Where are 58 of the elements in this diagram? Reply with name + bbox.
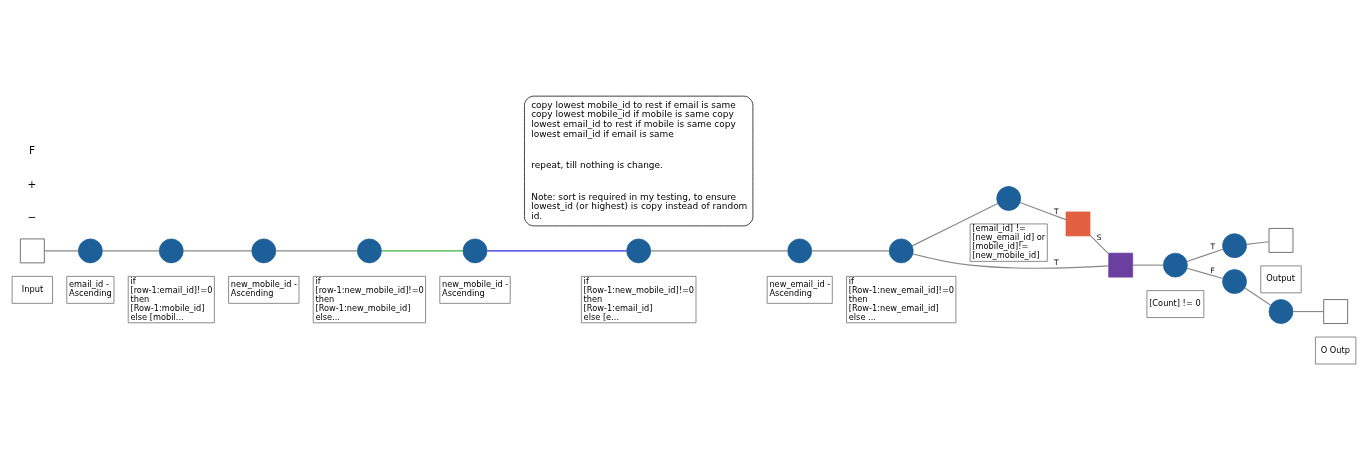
edge-label: S — [1096, 232, 1102, 242]
connector — [486, 249, 628, 251]
node-label: O Outp — [1320, 344, 1350, 355]
connector — [101, 249, 160, 251]
node-circle — [1222, 268, 1247, 294]
label: − — [27, 210, 37, 223]
node-circle — [78, 238, 103, 263]
node-circle — [1268, 298, 1294, 324]
node-circle — [158, 238, 184, 263]
connector — [811, 249, 890, 251]
connector — [1292, 310, 1325, 312]
node-label: email_id - Ascending — [69, 278, 112, 298]
node-label: Output — [1266, 272, 1295, 283]
connector — [912, 252, 1110, 269]
label: F — [28, 143, 35, 156]
label: + — [27, 177, 37, 190]
node-circle — [1163, 252, 1188, 277]
connector — [1186, 248, 1224, 262]
connector — [911, 202, 999, 246]
node-circle — [996, 185, 1022, 211]
connector — [1019, 201, 1067, 220]
node-label: if [row-1:email_id]!=0 then [Row-1:mobile_id] else [mobil... — [130, 275, 213, 322]
node-box — [1065, 211, 1091, 236]
node-label: [email_id] != [new_email_id] or [mobile_id]!= [new_mobile_id] — [972, 222, 1046, 260]
edge-label: T — [1210, 241, 1216, 251]
node-circle — [462, 238, 488, 263]
node-box — [1108, 252, 1134, 277]
node-label: if [Row-1:new_email_id]!=0 then [Row-1:new_email_id] else ... — [848, 275, 955, 322]
node-circle — [787, 238, 813, 263]
edge-label: F — [1210, 265, 1215, 275]
node-label: [Count] != 0 — [1149, 297, 1201, 308]
connector — [275, 249, 358, 251]
node-box — [19, 238, 45, 263]
connector — [1246, 240, 1270, 245]
edge-label: T — [1054, 257, 1059, 267]
node-box — [1268, 227, 1294, 253]
connector — [1186, 267, 1224, 279]
node-circle — [1222, 232, 1247, 258]
node-label: if [Row-1:new_mobile_id]!=0 then [Row-1:email_id] else [e... — [583, 275, 695, 322]
node-label: new_mobile_id - Ascending — [230, 278, 297, 298]
edge-label: T — [1054, 206, 1059, 216]
connector — [380, 249, 464, 251]
connector — [1089, 234, 1110, 254]
node-label: new_email_id - Ascending — [769, 278, 831, 298]
node-label: Input — [21, 283, 44, 294]
node-circle — [626, 238, 652, 263]
node-label: if [row-1:new_mobile_id]!=0 then [Row-1:new_mobile_id] else... — [315, 275, 424, 322]
node-label: new_mobile_id - Ascending — [442, 278, 509, 298]
node-circle — [888, 238, 914, 263]
node-circle — [251, 238, 277, 263]
node-circle — [357, 238, 382, 263]
connector — [1244, 286, 1272, 306]
connector — [183, 249, 253, 251]
node-box — [1323, 298, 1349, 324]
connector — [43, 249, 79, 251]
connector — [1132, 264, 1164, 266]
node-box: copy lowest mobile_id to rest if email is same copy lowest mobile_id if mobile is same copy lowest email_id to rest if mobile is same copy lowest email_id if email is same repeat, till nothing is change. Note: sort is required in my testing, to ensure lowest_id (or highest) is copy instead of random id. — [524, 95, 754, 226]
connector — [650, 249, 789, 251]
